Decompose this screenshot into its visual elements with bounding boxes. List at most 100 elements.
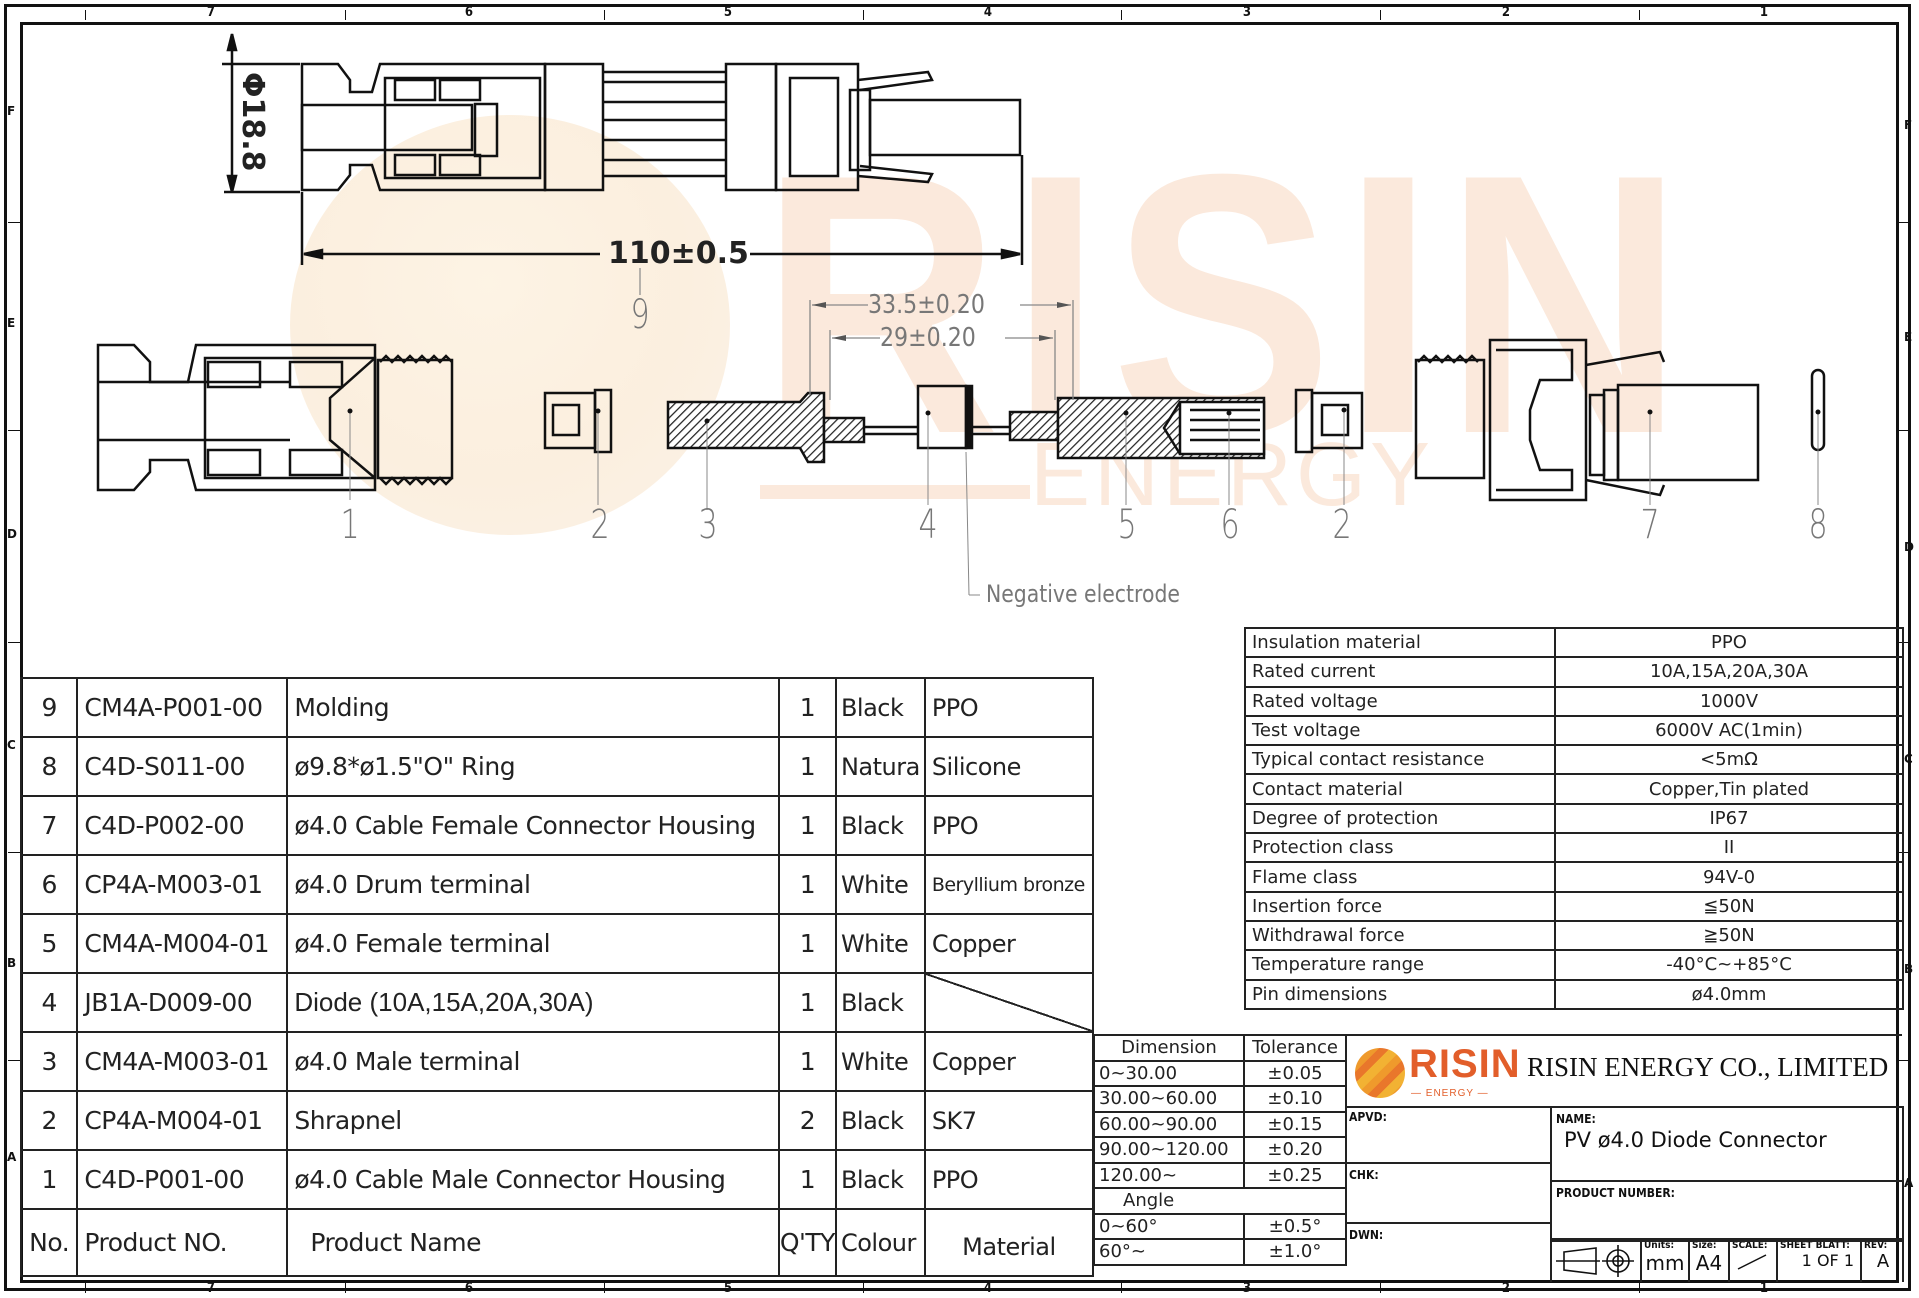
spec-row: Insertion force≦50N [1244, 890, 1904, 922]
risin-sun-logo-icon [1355, 1048, 1405, 1098]
spec-key: Pin dimensions [1244, 978, 1556, 1010]
cell-material-empty [923, 972, 1095, 1033]
callout-6: 6 [1220, 502, 1240, 548]
sheet-label: SHEET BLATT: [1780, 1240, 1850, 1251]
table-row: 2 CP4A-M004-01 Shrapnel 2 Black SK7 [19, 1090, 1095, 1151]
ruler-tick [1380, 10, 1381, 20]
size-label: Size: [1692, 1240, 1717, 1251]
ruler-tick [345, 10, 346, 20]
tol-dim: 30.00~60.00 [1093, 1085, 1245, 1113]
table-row: 5 CM4A-M004-01 ø4.0 Female terminal 1 Wh… [19, 913, 1095, 974]
cell-material: SK7 [923, 1090, 1095, 1151]
table-row: 9 CM4A-P001-00 Molding 1 Black PPO [19, 677, 1095, 738]
cell-colour: White [834, 1031, 926, 1092]
header-tolerance: Tolerance [1243, 1034, 1347, 1062]
table-row: 7 C4D-P002-00 ø4.0 Cable Female Connecto… [19, 795, 1095, 856]
chk-label: CHK: [1347, 1164, 1550, 1224]
ruler-tick [8, 852, 20, 853]
size-cell: Size: A4 [1688, 1240, 1728, 1282]
cell-no: 1 [19, 1149, 79, 1210]
header-qty: Q'TY [777, 1208, 837, 1277]
ruler-number: 5 [723, 5, 733, 20]
cell-product-no: CM4A-M004-01 [76, 913, 289, 974]
ruler-tick [85, 1283, 86, 1293]
ruler-letter: F [1904, 118, 1913, 132]
cell-qty: 1 [777, 736, 837, 797]
spec-key: Rated current [1244, 656, 1556, 688]
cell-product-name: ø4.0 Male terminal [286, 1031, 780, 1092]
tolerance-header: Dimension Tolerance [1093, 1034, 1347, 1062]
callout-1: 1 [340, 502, 360, 548]
spec-value: -40°C~+85°C [1554, 949, 1904, 981]
tol-dim: 120.00~ [1093, 1161, 1245, 1189]
table-row: 8 C4D-S011-00 ø9.8*ø1.5"O" Ring 1 Natura… [19, 736, 1095, 797]
product-number-cell: PRODUCT NUMBER: [1552, 1182, 1904, 1240]
cell-product-name: ø4.0 Female terminal [286, 913, 780, 974]
product-info: NAME: PV ø4.0 Diode Connector PRODUCT NU… [1550, 1106, 1904, 1282]
ruler-number: 7 [206, 5, 216, 20]
tolerance-row: 0~60°±0.5° [1093, 1212, 1347, 1240]
tol-dim: 0~30.00 [1093, 1059, 1245, 1087]
units-value: mm [1645, 1251, 1685, 1275]
callout-4: 4 [918, 502, 938, 548]
approval-column: APVD: CHK: DWN: [1347, 1106, 1550, 1282]
ruler-number: 6 [464, 5, 474, 20]
cell-no: 5 [19, 913, 79, 974]
sheet-value: 1 OF 1 [1801, 1251, 1854, 1270]
cell-colour: Black [834, 1149, 926, 1210]
header-material: Material [923, 1208, 1095, 1277]
spec-key: Flame class [1244, 861, 1556, 893]
cell-material: Copper [923, 913, 1095, 974]
spec-value: 1000V [1554, 685, 1904, 717]
ruler-letter: A [1904, 1176, 1914, 1190]
spec-key: Contact material [1244, 773, 1556, 805]
product-number-label: PRODUCT NUMBER: [1556, 1186, 1675, 1200]
cell-qty: 1 [777, 972, 837, 1033]
cell-qty: 1 [777, 1149, 837, 1210]
cell-product-no: CP4A-M003-01 [76, 854, 289, 915]
ruler-letter: A [7, 1150, 17, 1164]
tol-dim: 0~60° [1093, 1212, 1245, 1240]
ruler-tick [1121, 10, 1122, 20]
header-colour: Colour [834, 1208, 926, 1277]
callout-8: 8 [1808, 502, 1828, 548]
ruler-letter: C [1904, 752, 1913, 766]
ruler-tick [8, 1060, 20, 1061]
tol-dim: 60.00~90.00 [1093, 1110, 1245, 1138]
spec-key: Protection class [1244, 832, 1556, 864]
cell-product-name: Molding [286, 677, 780, 738]
angle-label: Angle [1093, 1187, 1347, 1215]
ruler-number: 7 [206, 1281, 216, 1296]
ruler-letter: E [1904, 330, 1913, 344]
spec-value: 6000V AC(1min) [1554, 714, 1904, 747]
outer-border [4, 4, 1911, 1291]
ruler-number: 6 [464, 1281, 474, 1296]
rev-value: A [1876, 1251, 1890, 1272]
ruler-number: 4 [983, 5, 993, 20]
ruler-letter: B [7, 956, 17, 970]
watermark-sun-icon [290, 115, 730, 535]
header-dimension: Dimension [1093, 1034, 1245, 1062]
ruler-tick [604, 10, 605, 20]
ruler-number: 2 [1501, 5, 1511, 20]
spec-key: Degree of protection [1244, 802, 1556, 835]
callout-7: 7 [1640, 502, 1660, 548]
tol-value: ±0.05 [1243, 1059, 1347, 1087]
divider [1552, 1240, 1904, 1242]
cell-no: 4 [19, 972, 79, 1033]
ruler-number: 4 [983, 1281, 993, 1296]
cell-qty: 1 [777, 913, 837, 974]
company-row: RISIN — ENERGY — RISIN ENERGY CO., LIMIT… [1347, 1034, 1902, 1108]
spec-value: IP67 [1554, 802, 1904, 835]
spec-key: Rated voltage [1244, 685, 1556, 717]
diameter-dim: Φ18.8 [235, 72, 270, 172]
callout-5: 5 [1117, 502, 1137, 548]
cell-product-no: C4D-P001-00 [76, 1149, 289, 1210]
scale-slash-icon [1737, 1254, 1767, 1270]
ruler-letter: C [7, 738, 16, 752]
cell-no: 8 [19, 736, 79, 797]
